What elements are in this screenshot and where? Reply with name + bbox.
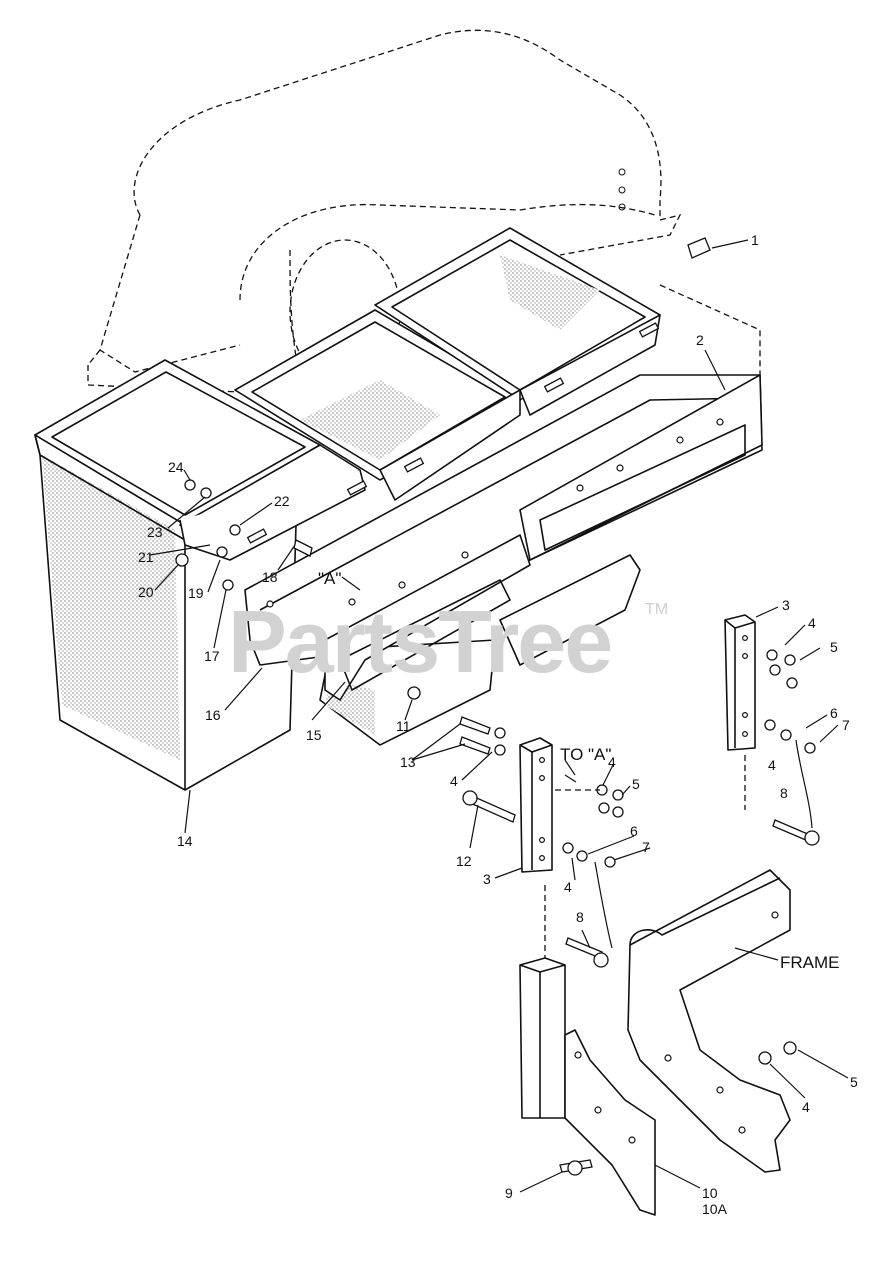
callout-frame: FRAME — [780, 953, 840, 972]
watermark-trademark: TM — [645, 601, 668, 618]
callout-24: 24 — [168, 459, 184, 475]
callout-4-right-bottom: 4 — [768, 757, 776, 773]
watermark-text: PartsTree — [228, 592, 611, 691]
callout-4-center-left: 4 — [450, 773, 458, 789]
callout-1: 1 — [751, 232, 759, 248]
callout-10A: 10A — [702, 1201, 728, 1217]
callout-7-right: 7 — [842, 717, 850, 733]
callout-3-right: 3 — [782, 597, 790, 613]
callout-4-center-top: 4 — [608, 754, 616, 770]
callout-13: 13 — [400, 754, 416, 770]
callout-leaders — [149, 239, 849, 1193]
support-channel — [244, 374, 763, 701]
blower-housing-ghost — [87, 29, 761, 393]
callout-6-right: 6 — [830, 705, 838, 721]
callout-23: 23 — [147, 524, 163, 540]
upright-tube-center — [519, 737, 553, 873]
watermark: PartsTree TM — [228, 592, 668, 691]
upright-tube-right — [724, 614, 756, 751]
callout-4-center-bottom: 4 — [564, 879, 572, 895]
callout-11: 11 — [396, 718, 411, 734]
hardware — [175, 237, 820, 1176]
callout-15: 15 — [306, 727, 322, 743]
lower-mount-bracket — [519, 957, 656, 1216]
callout-9: 9 — [505, 1185, 513, 1201]
callout-6-center: 6 — [630, 823, 638, 839]
callout-14: 14 — [177, 833, 193, 849]
callout-A: "A" — [318, 569, 341, 588]
callout-18: 18 — [262, 569, 278, 585]
callout-5-center: 5 — [632, 776, 640, 792]
callout-22: 22 — [274, 493, 290, 509]
callout-10: 10 — [702, 1185, 718, 1201]
callout-7-center: 7 — [642, 839, 650, 855]
tractor-frame — [627, 869, 791, 1173]
callout-12: 12 — [456, 853, 472, 869]
callout-20: 20 — [138, 584, 154, 600]
bag-frame-brackets — [179, 314, 661, 561]
callout-3-center: 3 — [483, 871, 491, 887]
callout-8-right: 8 — [780, 785, 788, 801]
grass-bag-left — [34, 359, 321, 791]
callout-8-center: 8 — [576, 909, 584, 925]
callout-5-lower: 5 — [850, 1074, 858, 1090]
callout-4-right-top: 4 — [808, 615, 816, 631]
callout-21: 21 — [138, 549, 154, 565]
callout-2: 2 — [696, 332, 704, 348]
callout-19: 19 — [188, 585, 204, 601]
callout-labels: 1 2 3 4 5 6 7 4 8 24 22 23 21 20 19 18 "… — [138, 232, 858, 1217]
callout-to-A: TO "A" — [560, 745, 611, 764]
callout-17: 17 — [204, 648, 220, 664]
callout-4-lower: 4 — [802, 1099, 810, 1115]
callout-5-right: 5 — [830, 639, 838, 655]
callout-16: 16 — [205, 707, 221, 723]
